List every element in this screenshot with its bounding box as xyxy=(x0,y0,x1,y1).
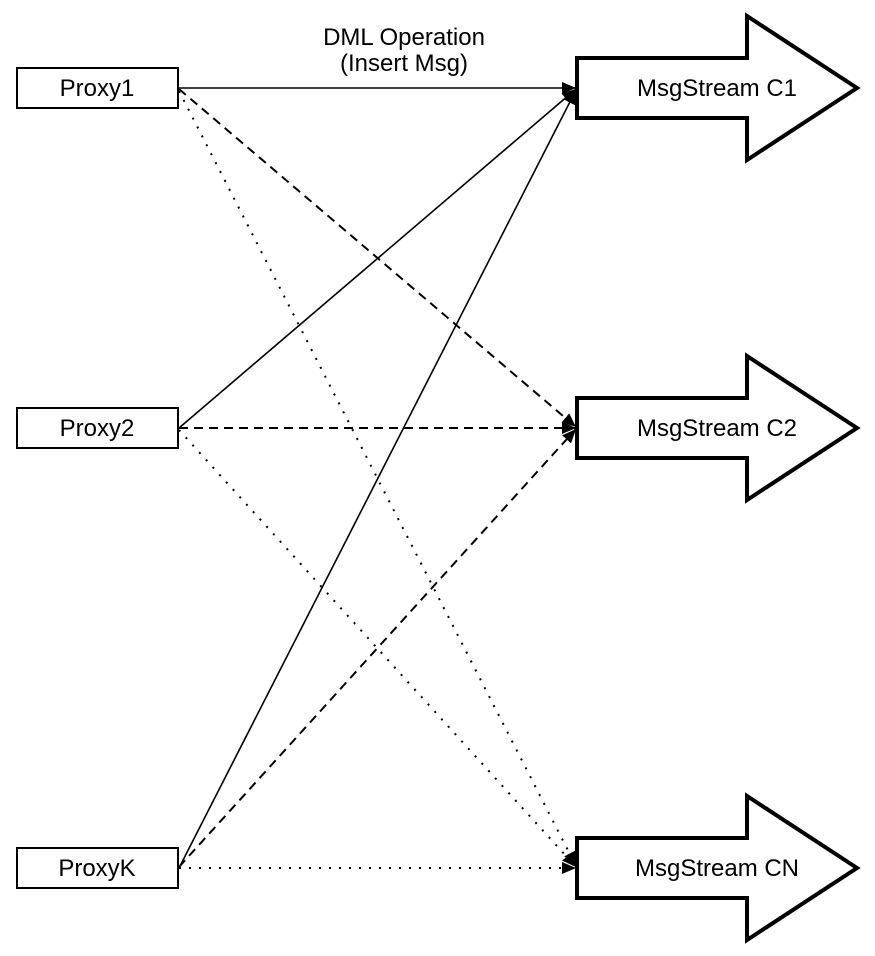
msgstream-c1-label: MsgStream C1 xyxy=(637,75,797,102)
proxyk-box xyxy=(16,847,179,889)
msgstream-cn-node: MsgStream CN xyxy=(575,792,861,944)
proxy1-node: Proxy1 xyxy=(16,67,179,109)
msgstream-c2-node: MsgStream C2 xyxy=(575,352,861,504)
proxy2-node: Proxy2 xyxy=(16,407,179,449)
proxy1-box xyxy=(16,67,179,109)
proxyk-node: ProxyK xyxy=(16,847,179,889)
connector-proxyk-to-c2-dashed xyxy=(178,428,577,868)
annotation-dml-operation: DML Operation xyxy=(323,24,485,51)
annotation-insert-msg: (Insert Msg) xyxy=(340,50,468,77)
msgstream-c2-label: MsgStream C2 xyxy=(637,415,797,442)
proxy2-box xyxy=(16,407,179,449)
connector-proxy1-to-c2-dashed xyxy=(178,88,577,428)
proxy1-label: Proxy1 xyxy=(60,75,135,102)
msgstream-cn-arrow-shape xyxy=(575,792,861,944)
msgstream-cn-label: MsgStream CN xyxy=(635,855,799,882)
msgstream-c1-node: MsgStream C1 xyxy=(575,12,861,164)
proxy2-label: Proxy2 xyxy=(60,415,135,442)
connector-proxyk-to-c1-solid xyxy=(178,89,577,869)
msgstream-c2-arrow-shape xyxy=(575,352,861,504)
proxyk-label: ProxyK xyxy=(58,855,135,882)
msgstream-c1-arrow-shape xyxy=(575,12,861,164)
